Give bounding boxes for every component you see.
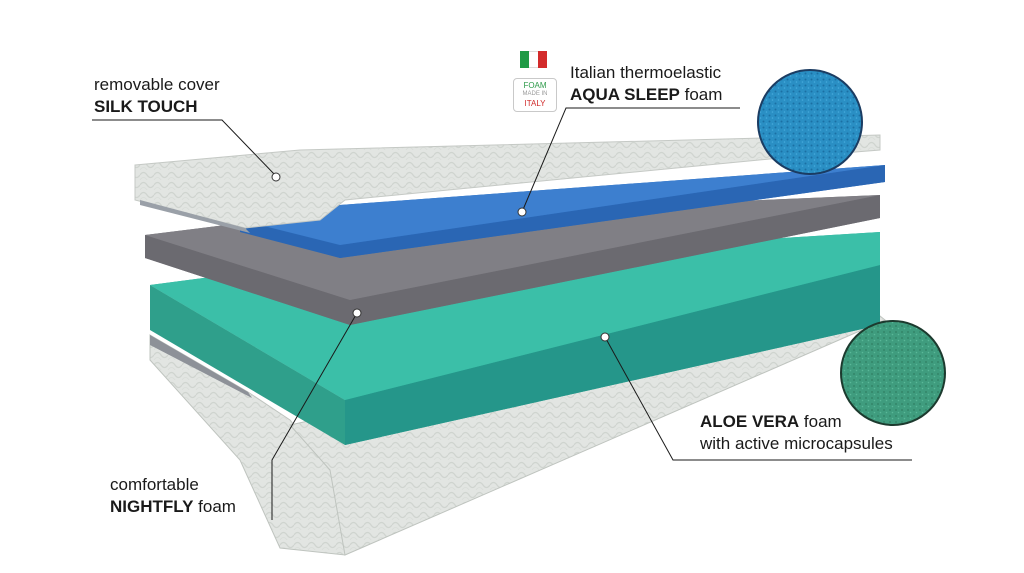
- leader-aloe: [604, 336, 912, 461]
- cover-label-line1: removable cover: [94, 75, 220, 94]
- aqua-label-line1: Italian thermoelastic: [570, 63, 722, 82]
- nightfly-label-suffix: foam: [193, 497, 236, 516]
- aqua-label-name: AQUA SLEEP: [570, 85, 680, 104]
- aloe-foam-texture-circle: [840, 320, 946, 426]
- flag-white: [529, 51, 538, 68]
- cover-label: removable cover SILK TOUCH: [94, 74, 220, 118]
- aloe-label-name: ALOE VERA: [700, 412, 800, 431]
- leader-cover: [92, 119, 277, 177]
- nightfly-label-line1: comfortable: [110, 475, 199, 494]
- cover-label-name: SILK TOUCH: [94, 97, 198, 116]
- marker-nightfly: [352, 308, 362, 318]
- badge-line-2: MADE IN: [522, 91, 548, 97]
- nightfly-label-name: NIGHTFLY: [110, 497, 194, 516]
- aqua-sleep-label: Italian thermoelastic AQUA SLEEP foam: [570, 62, 722, 106]
- aloe-label-line2: with active microcapsules: [700, 434, 893, 453]
- italy-flag-icon: [520, 51, 547, 68]
- aqua-sleep-foam-layer: [240, 165, 885, 258]
- top-cover: [134, 134, 881, 233]
- leader-lines: [92, 107, 912, 520]
- flag-green: [520, 51, 529, 68]
- foam-made-in-italy-badge: FOAM MADE IN ITALY: [513, 78, 557, 112]
- badge-line-1: FOAM: [523, 81, 547, 90]
- aqua-label-suffix: foam: [679, 85, 723, 104]
- aloe-vera-label: ALOE VERA foam with active microcapsules: [700, 411, 893, 455]
- flag-red: [538, 51, 547, 68]
- marker-aqua: [517, 207, 527, 217]
- bottom-cover: [149, 299, 886, 556]
- badge-line-3: ITALY: [524, 99, 546, 108]
- nightfly-label: comfortable NIGHTFLY foam: [110, 474, 236, 518]
- marker-cover: [271, 172, 281, 182]
- leader-nightfly: [271, 312, 358, 520]
- markers: [271, 172, 610, 342]
- marker-aloe: [600, 332, 610, 342]
- aloe-label-suffix: foam: [799, 412, 842, 431]
- leader-aqua: [521, 107, 740, 213]
- aqua-foam-texture-circle: [757, 69, 863, 175]
